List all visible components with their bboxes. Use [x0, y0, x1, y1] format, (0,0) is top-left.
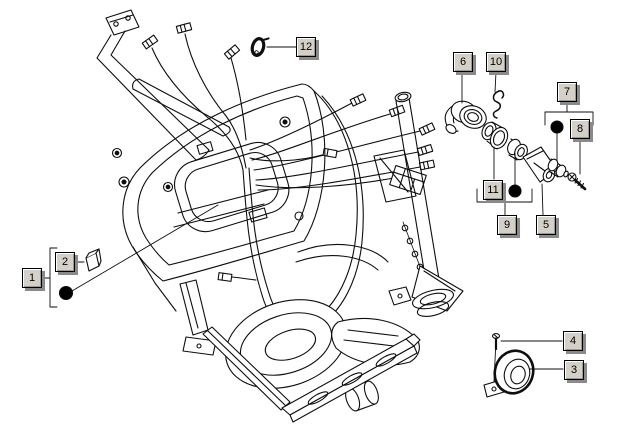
callout-label: 8	[576, 122, 584, 135]
floor-rail	[202, 326, 421, 423]
part-screw-4	[491, 333, 501, 383]
part-rubber-pad-2	[85, 248, 102, 272]
callout-8[interactable]: 8	[570, 119, 590, 139]
bullet-marker-7	[550, 120, 564, 134]
callout-1[interactable]: 1	[22, 268, 42, 288]
callout-label: 10	[489, 55, 503, 68]
callout-label: 2	[61, 255, 69, 268]
part-screw-8	[567, 172, 587, 191]
rear-rack	[96, 9, 231, 161]
leader-lines	[42, 46, 594, 370]
callout-label: 5	[542, 218, 550, 231]
part-lock-rings-11	[481, 121, 509, 150]
part-horn-3	[483, 349, 535, 398]
engine-assembly	[225, 299, 420, 389]
leader-bullet-1	[71, 204, 219, 292]
callout-10[interactable]: 10	[486, 52, 506, 72]
callout-12[interactable]: 12	[296, 37, 316, 57]
callout-3[interactable]: 3	[564, 360, 584, 380]
bracket-7	[544, 101, 594, 126]
bracket-9	[476, 188, 533, 216]
steering-tube	[373, 91, 464, 317]
callout-5[interactable]: 5	[536, 215, 556, 235]
callout-label: 3	[570, 363, 578, 376]
callout-label: 4	[569, 334, 577, 347]
callout-6[interactable]: 6	[453, 52, 473, 72]
callout-label: 7	[563, 85, 571, 98]
callout-4[interactable]: 4	[563, 331, 583, 351]
seat-frame	[111, 83, 389, 356]
callout-7[interactable]: 7	[557, 82, 577, 102]
callout-label: 1	[28, 271, 36, 284]
part-switch-housing-6	[444, 100, 487, 134]
callout-label: 9	[503, 218, 511, 231]
bracket-1	[42, 247, 58, 308]
callout-label: 11	[487, 183, 499, 196]
part-spring-clip-10	[492, 90, 505, 119]
callout-11[interactable]: 11	[483, 180, 503, 200]
part-cylinder-7	[547, 158, 569, 178]
callout-label: 12	[299, 40, 313, 53]
bullet-markers	[58, 120, 564, 301]
leader-10	[494, 71, 497, 93]
callout-2[interactable]: 2	[55, 252, 75, 272]
leader-5	[541, 183, 544, 216]
callout-9[interactable]: 9	[497, 215, 517, 235]
bullet-marker-1	[58, 285, 74, 301]
callout-label: 6	[459, 55, 467, 68]
part-spacer-9	[507, 138, 528, 161]
part-cable-clamp-12	[250, 37, 270, 57]
bullet-marker-9	[508, 184, 522, 198]
